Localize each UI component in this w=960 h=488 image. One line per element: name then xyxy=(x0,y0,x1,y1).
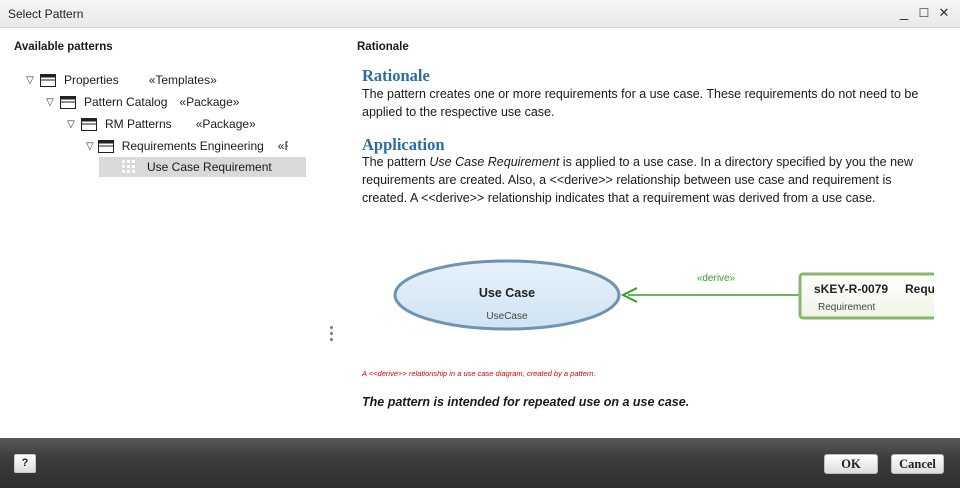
application-text-part: is applied to a use case. In a directory… xyxy=(362,155,914,205)
tree-node-use-case-requirement[interactable]: Use Case Requirement xyxy=(99,157,306,177)
cancel-button[interactable]: Cancel xyxy=(891,454,944,474)
folder-icon xyxy=(97,140,114,153)
window-title: Select Pattern xyxy=(8,7,84,21)
tree-node-stereotype: «Package» xyxy=(195,117,256,131)
use-case-title: Use Case xyxy=(479,286,535,300)
application-title: Application xyxy=(362,135,445,154)
close-icon[interactable]: ✕ xyxy=(938,5,950,20)
tree-node-label: RM Patterns xyxy=(105,117,172,131)
minimize-icon[interactable]: _ xyxy=(899,4,909,21)
tree-node-label: Use Case Requirement xyxy=(147,160,272,174)
folder-icon xyxy=(60,96,76,109)
requirement-type: Requirement xyxy=(818,302,875,313)
ok-button[interactable]: OK xyxy=(824,454,878,474)
diagram-caption: A <<derive>> relationship in a use case … xyxy=(362,369,596,378)
collapse-toggle-icon[interactable]: ▽ xyxy=(46,96,54,108)
dialog-footer: ? OK Cancel xyxy=(0,438,960,488)
derive-label: «derive» xyxy=(697,273,736,284)
tree-node-label: Requirements Engineering xyxy=(121,139,264,153)
pattern-icon xyxy=(121,159,137,175)
usage-note: The pattern is intended for repeated use… xyxy=(362,395,690,409)
tree-node-properties[interactable]: ▽ Properties «Templates» xyxy=(24,70,217,90)
pattern-name-emphasis: Use Case Requirement xyxy=(429,155,560,169)
use-case-type: UseCase xyxy=(486,311,528,322)
panel-splitter-handle[interactable] xyxy=(330,326,334,346)
tree-node-stereotype: «F xyxy=(277,139,288,153)
title-bar: Select Pattern _ ☐ ✕ xyxy=(0,0,960,28)
tree-node-stereotype: «Templates» xyxy=(148,73,217,87)
maximize-icon[interactable]: ☐ xyxy=(918,6,930,20)
application-text: The pattern Use Case Requirement is appl… xyxy=(362,153,934,207)
tree-node-label: Pattern Catalog xyxy=(84,95,168,109)
window-controls: _ ☐ ✕ xyxy=(896,3,952,23)
tree-node-requirements-engineering[interactable]: ▽ Requirements Engineering «F xyxy=(86,136,288,156)
requirement-shape: sKEY-R-0079 Requ Requirement xyxy=(798,272,934,320)
rationale-title: Rationale xyxy=(362,66,430,85)
rationale-text: The pattern creates one or more requirem… xyxy=(362,87,919,119)
use-case-shape: Use Case UseCase xyxy=(393,259,621,331)
collapse-toggle-icon[interactable]: ▽ xyxy=(86,140,94,152)
application-text-part: The pattern xyxy=(362,155,430,169)
folder-icon xyxy=(81,118,97,131)
tree-node-pattern-catalog[interactable]: ▽ Pattern Catalog «Package» xyxy=(44,92,239,112)
tree-node-rm-patterns[interactable]: ▽ RM Patterns «Package» xyxy=(65,114,256,134)
derive-relationship: «derive» xyxy=(620,273,800,303)
collapse-toggle-icon[interactable]: ▽ xyxy=(26,74,34,86)
requirement-id: sKEY-R-0079 xyxy=(814,282,888,296)
tree-node-label: Properties xyxy=(64,73,119,87)
tree-node-stereotype: «Package» xyxy=(179,95,240,109)
requirement-name: Requ xyxy=(905,282,934,296)
collapse-toggle-icon[interactable]: ▽ xyxy=(67,118,75,130)
derive-diagram: Use Case UseCase «derive» sKEY-R-0079 Re… xyxy=(390,258,934,338)
folder-icon xyxy=(40,74,56,87)
rationale-panel-heading: Rationale xyxy=(357,41,409,53)
help-button[interactable]: ? xyxy=(14,454,36,473)
available-patterns-heading: Available patterns xyxy=(14,41,113,53)
